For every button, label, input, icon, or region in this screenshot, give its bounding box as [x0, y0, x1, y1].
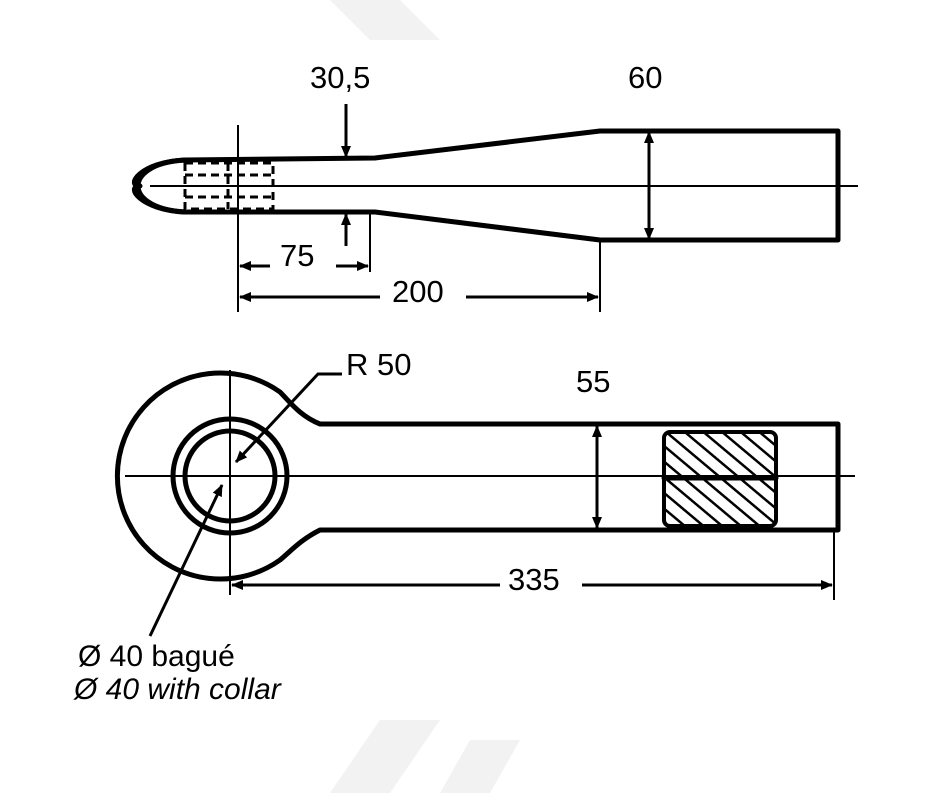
watermark — [330, 0, 520, 793]
dim-30-5-label: 30,5 — [310, 60, 370, 95]
plan-view-outline — [114, 370, 841, 582]
dim-75-label: 75 — [280, 238, 314, 273]
bore-leader — [148, 484, 224, 637]
dim-200-label: 200 — [392, 274, 444, 309]
bore-note-en: Ø 40 with collar — [73, 673, 282, 706]
dim-r50-label: R 50 — [346, 347, 411, 382]
dim-55-label: 55 — [576, 364, 610, 399]
plan-view: R 50 55 335 Ø 40 bagué Ø 40 with collar — [73, 347, 855, 706]
dim-60-label: 60 — [628, 60, 662, 95]
bore-note-fr: Ø 40 bagué — [78, 640, 235, 673]
dim-r50-leader — [234, 372, 342, 464]
dim-335-label: 335 — [508, 562, 560, 597]
side-view: 30,5 60 75 200 — [132, 60, 858, 312]
